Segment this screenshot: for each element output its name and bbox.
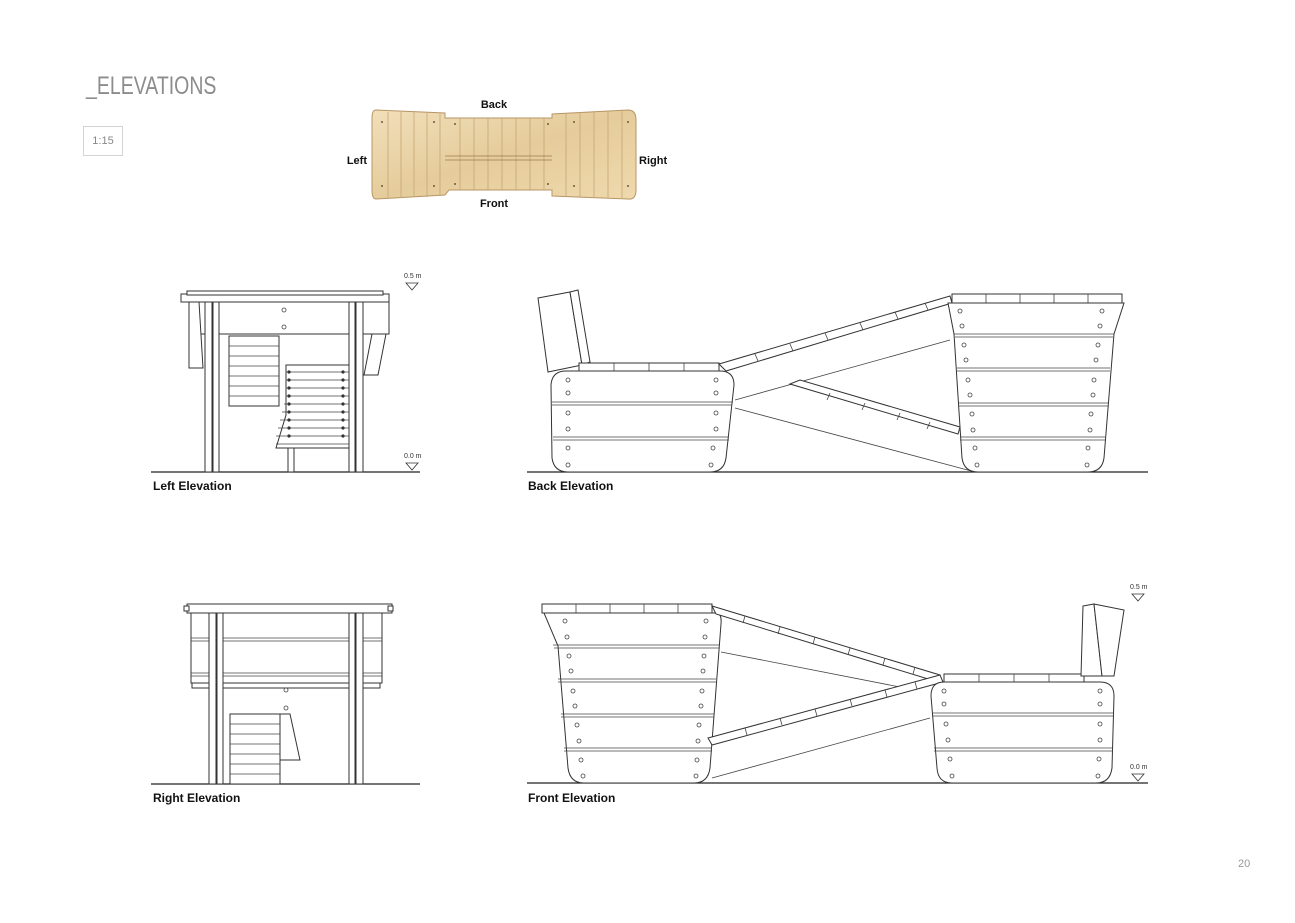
level-marker-icon: [405, 462, 419, 471]
front-level-top-label: 0.5 m: [1130, 584, 1148, 591]
level-marker-icon: [1131, 593, 1145, 602]
orientation-left-label: Left: [347, 155, 368, 167]
left-elevation: 0.5 m 0.0 m Left Elevation: [151, 273, 422, 493]
plan-bench-shape: [371, 109, 637, 200]
right-elevation: Right Elevation: [151, 603, 420, 805]
left-level-ground-label: 0.0 m: [404, 453, 422, 460]
orientation-right-label: Right: [639, 155, 667, 167]
page-number: 20: [1238, 858, 1251, 870]
back-elevation-label: Back Elevation: [528, 479, 613, 493]
front-elevation-label: Front Elevation: [528, 791, 615, 805]
level-marker-icon: [1131, 773, 1145, 782]
orientation-back-label: Back: [481, 99, 508, 111]
scale-badge: 1:15: [83, 126, 123, 156]
front-level-ground-label: 0.0 m: [1130, 764, 1148, 771]
orientation-front-label: Front: [480, 198, 508, 210]
orientation-plan: Back Front Left Right: [347, 99, 668, 210]
page-title: _ELEVATIONS: [86, 72, 217, 100]
back-elevation: Back Elevation: [527, 289, 1148, 493]
front-elevation: 0.5 m 0.0 m Front Elevation: [527, 584, 1148, 805]
left-level-top-label: 0.5 m: [404, 273, 422, 280]
left-elevation-label: Left Elevation: [153, 479, 232, 493]
level-marker-icon: [405, 282, 419, 291]
right-elevation-label: Right Elevation: [153, 791, 240, 805]
